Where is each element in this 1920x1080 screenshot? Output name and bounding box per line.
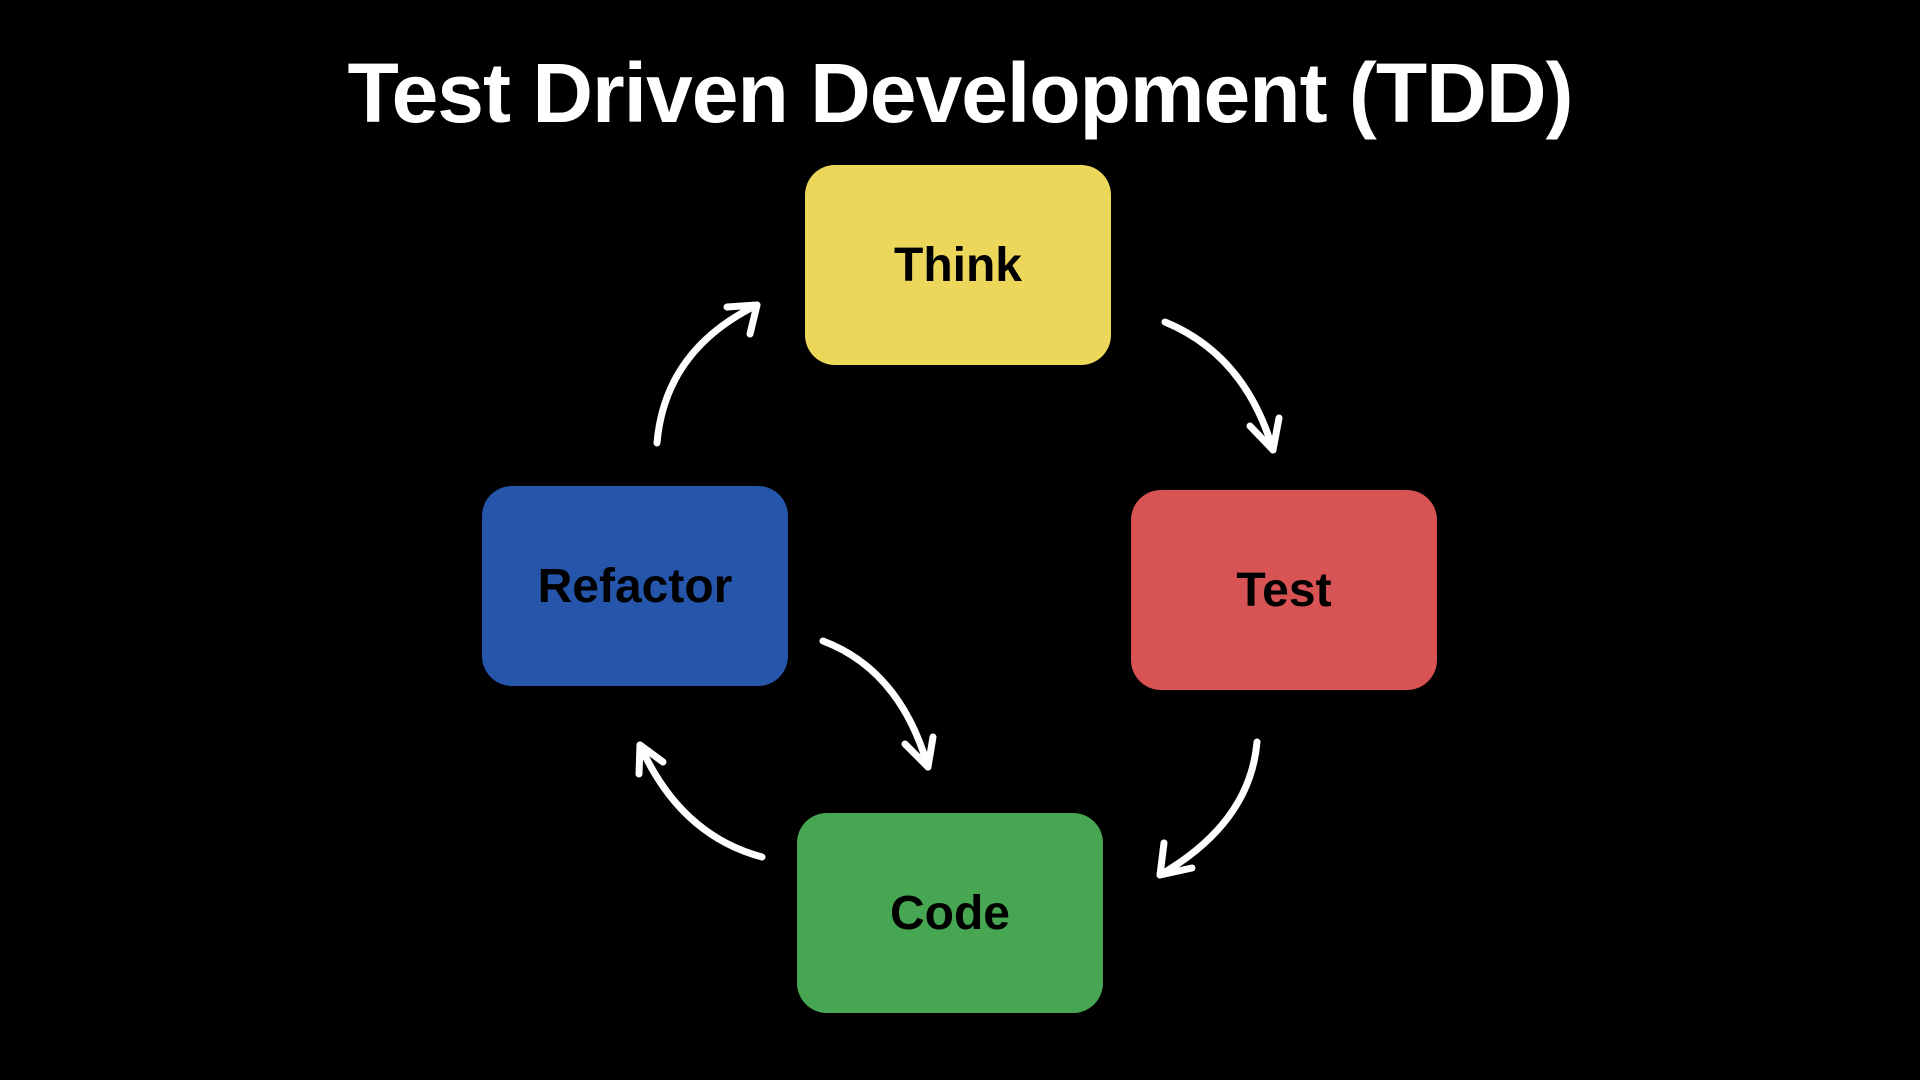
diagram-title: Test Driven Development (TDD) (347, 46, 1574, 140)
arrow-refactor-to-think (653, 301, 761, 447)
node-test: Test (1131, 490, 1437, 690)
node-think-label: Think (894, 238, 1022, 292)
node-refactor: Refactor (482, 486, 788, 686)
node-refactor-label: Refactor (537, 559, 733, 613)
arrow-test-to-code (1156, 738, 1261, 879)
node-code-label: Code (890, 886, 1010, 940)
node-test-label: Test (1236, 563, 1332, 617)
arrow-code-to-refactor (635, 741, 766, 861)
node-think: Think (805, 165, 1111, 365)
node-code: Code (797, 813, 1103, 1013)
arrow-think-to-test (1161, 318, 1283, 454)
arrow-refactor-to-code (819, 637, 937, 771)
